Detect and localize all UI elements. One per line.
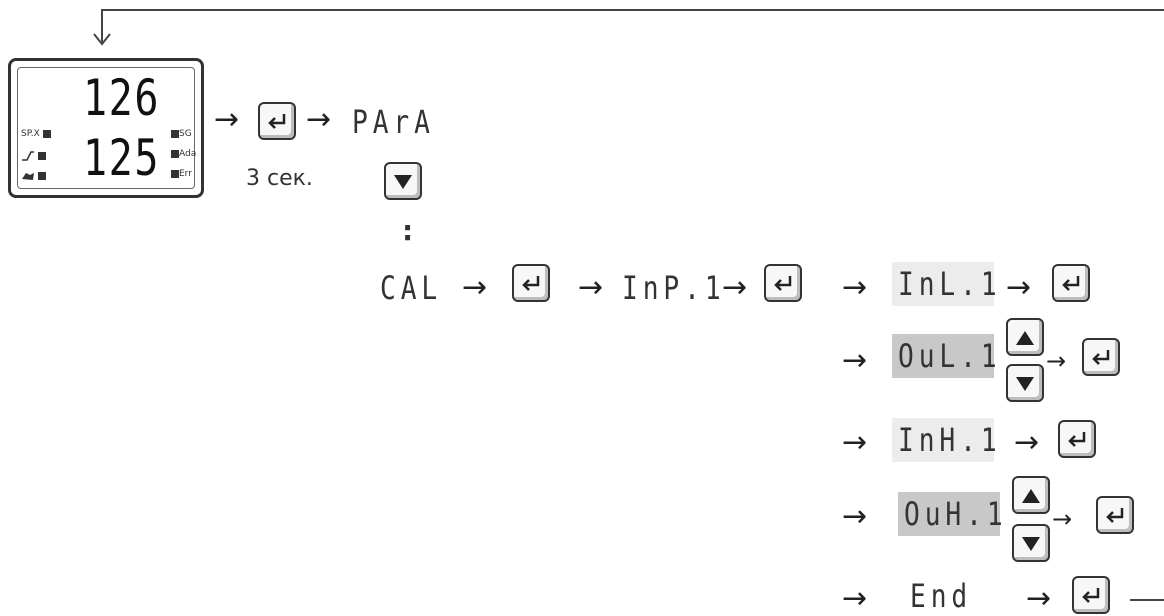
indicator-err: Err xyxy=(171,169,192,179)
process-value: 126 xyxy=(83,69,161,127)
ramp-icon xyxy=(22,151,34,161)
enter-key-icon xyxy=(1052,264,1090,302)
step-inh1-box xyxy=(892,418,994,462)
indicator-spx: SP.X xyxy=(21,129,51,139)
step-inl1-box xyxy=(892,262,994,306)
indicator-err-label: Err xyxy=(179,169,192,179)
indicator-ramp xyxy=(21,151,46,162)
right-arrow-icon: → xyxy=(214,102,240,137)
enter-key-icon xyxy=(512,264,550,302)
right-arrow-icon: → xyxy=(1046,347,1067,375)
menu-para: PArA xyxy=(352,103,435,141)
indicator-sg-label: SG xyxy=(179,129,192,139)
right-arrow-icon: → xyxy=(306,102,332,137)
hand-icon xyxy=(22,173,34,180)
controller-display: 126 125 SP.X SG Ada Err xyxy=(8,58,204,198)
right-arrow-icon: → xyxy=(722,270,748,305)
setpoint-value: 125 xyxy=(83,129,161,187)
down-key-icon xyxy=(384,162,422,200)
right-arrow-icon: → xyxy=(842,499,868,534)
down-key-icon xyxy=(1012,524,1050,562)
right-arrow-icon: → xyxy=(842,581,868,616)
enter-key-icon xyxy=(764,264,802,302)
display-bezel xyxy=(17,67,195,189)
step-inl1: InL.1 xyxy=(898,265,1002,303)
menu-cal: CAL xyxy=(380,269,443,307)
right-arrow-icon: → xyxy=(1052,505,1073,533)
right-arrow-icon: → xyxy=(462,270,488,305)
right-arrow-icon: → xyxy=(578,270,604,305)
indicator-sg: SG xyxy=(171,129,192,139)
step-ouh1-box xyxy=(898,492,1000,536)
indicator-ada: Ada xyxy=(171,149,196,159)
indicator-spx-label: SP.X xyxy=(21,129,40,139)
menu-inp: InP.1 xyxy=(622,269,726,307)
hold-duration-label: 3 сек. xyxy=(246,166,313,191)
step-end: End xyxy=(910,577,973,615)
step-inh1: InH.1 xyxy=(898,421,1002,459)
enter-key-icon xyxy=(1072,576,1110,614)
step-oul1-box xyxy=(892,334,994,378)
menu-ellipsis: : xyxy=(402,214,414,247)
enter-key-icon xyxy=(1082,338,1120,376)
indicator-manual xyxy=(21,171,46,182)
right-arrow-icon: → xyxy=(842,343,868,378)
right-arrow-icon: → xyxy=(1006,270,1032,305)
enter-key-icon xyxy=(1058,420,1096,458)
down-key-icon xyxy=(1006,364,1044,402)
step-ouh1: OuH.1 xyxy=(904,495,1008,533)
enter-key-icon xyxy=(258,102,296,140)
up-key-icon xyxy=(1006,318,1044,356)
right-arrow-icon: → xyxy=(1026,581,1052,616)
right-arrow-icon: → xyxy=(842,270,868,305)
up-key-icon xyxy=(1012,476,1050,514)
enter-key-icon xyxy=(1096,496,1134,534)
step-oul1: OuL.1 xyxy=(898,337,1002,375)
right-arrow-icon: → xyxy=(842,425,868,460)
right-arrow-icon: → xyxy=(1014,425,1040,460)
indicator-ada-label: Ada xyxy=(179,149,197,159)
